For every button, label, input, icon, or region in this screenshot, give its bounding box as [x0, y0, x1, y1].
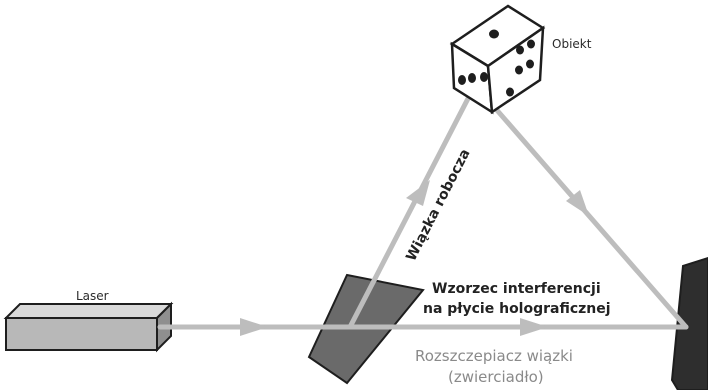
- laser-icon: [3, 301, 174, 353]
- laser-beams: [157, 82, 689, 336]
- interference-label-line2: na płycie holograficznej: [423, 301, 611, 317]
- splitter-label-line2: (zwierciadło): [448, 368, 544, 386]
- arrow-reference: [520, 318, 548, 336]
- die-icon: [449, 4, 546, 115]
- laser-label: Laser: [76, 289, 109, 303]
- interference-label-line1: Wzorzec interferencji: [432, 281, 601, 297]
- object-label: Obiekt: [552, 37, 592, 51]
- arrow-object: [566, 190, 589, 216]
- working-beam: [347, 82, 478, 330]
- arrow-input: [240, 318, 268, 336]
- splitter-label-line1: Rozszczepiacz wiązki: [415, 347, 573, 365]
- arrow-working: [406, 180, 430, 206]
- holographic-plate-icon: [670, 256, 708, 390]
